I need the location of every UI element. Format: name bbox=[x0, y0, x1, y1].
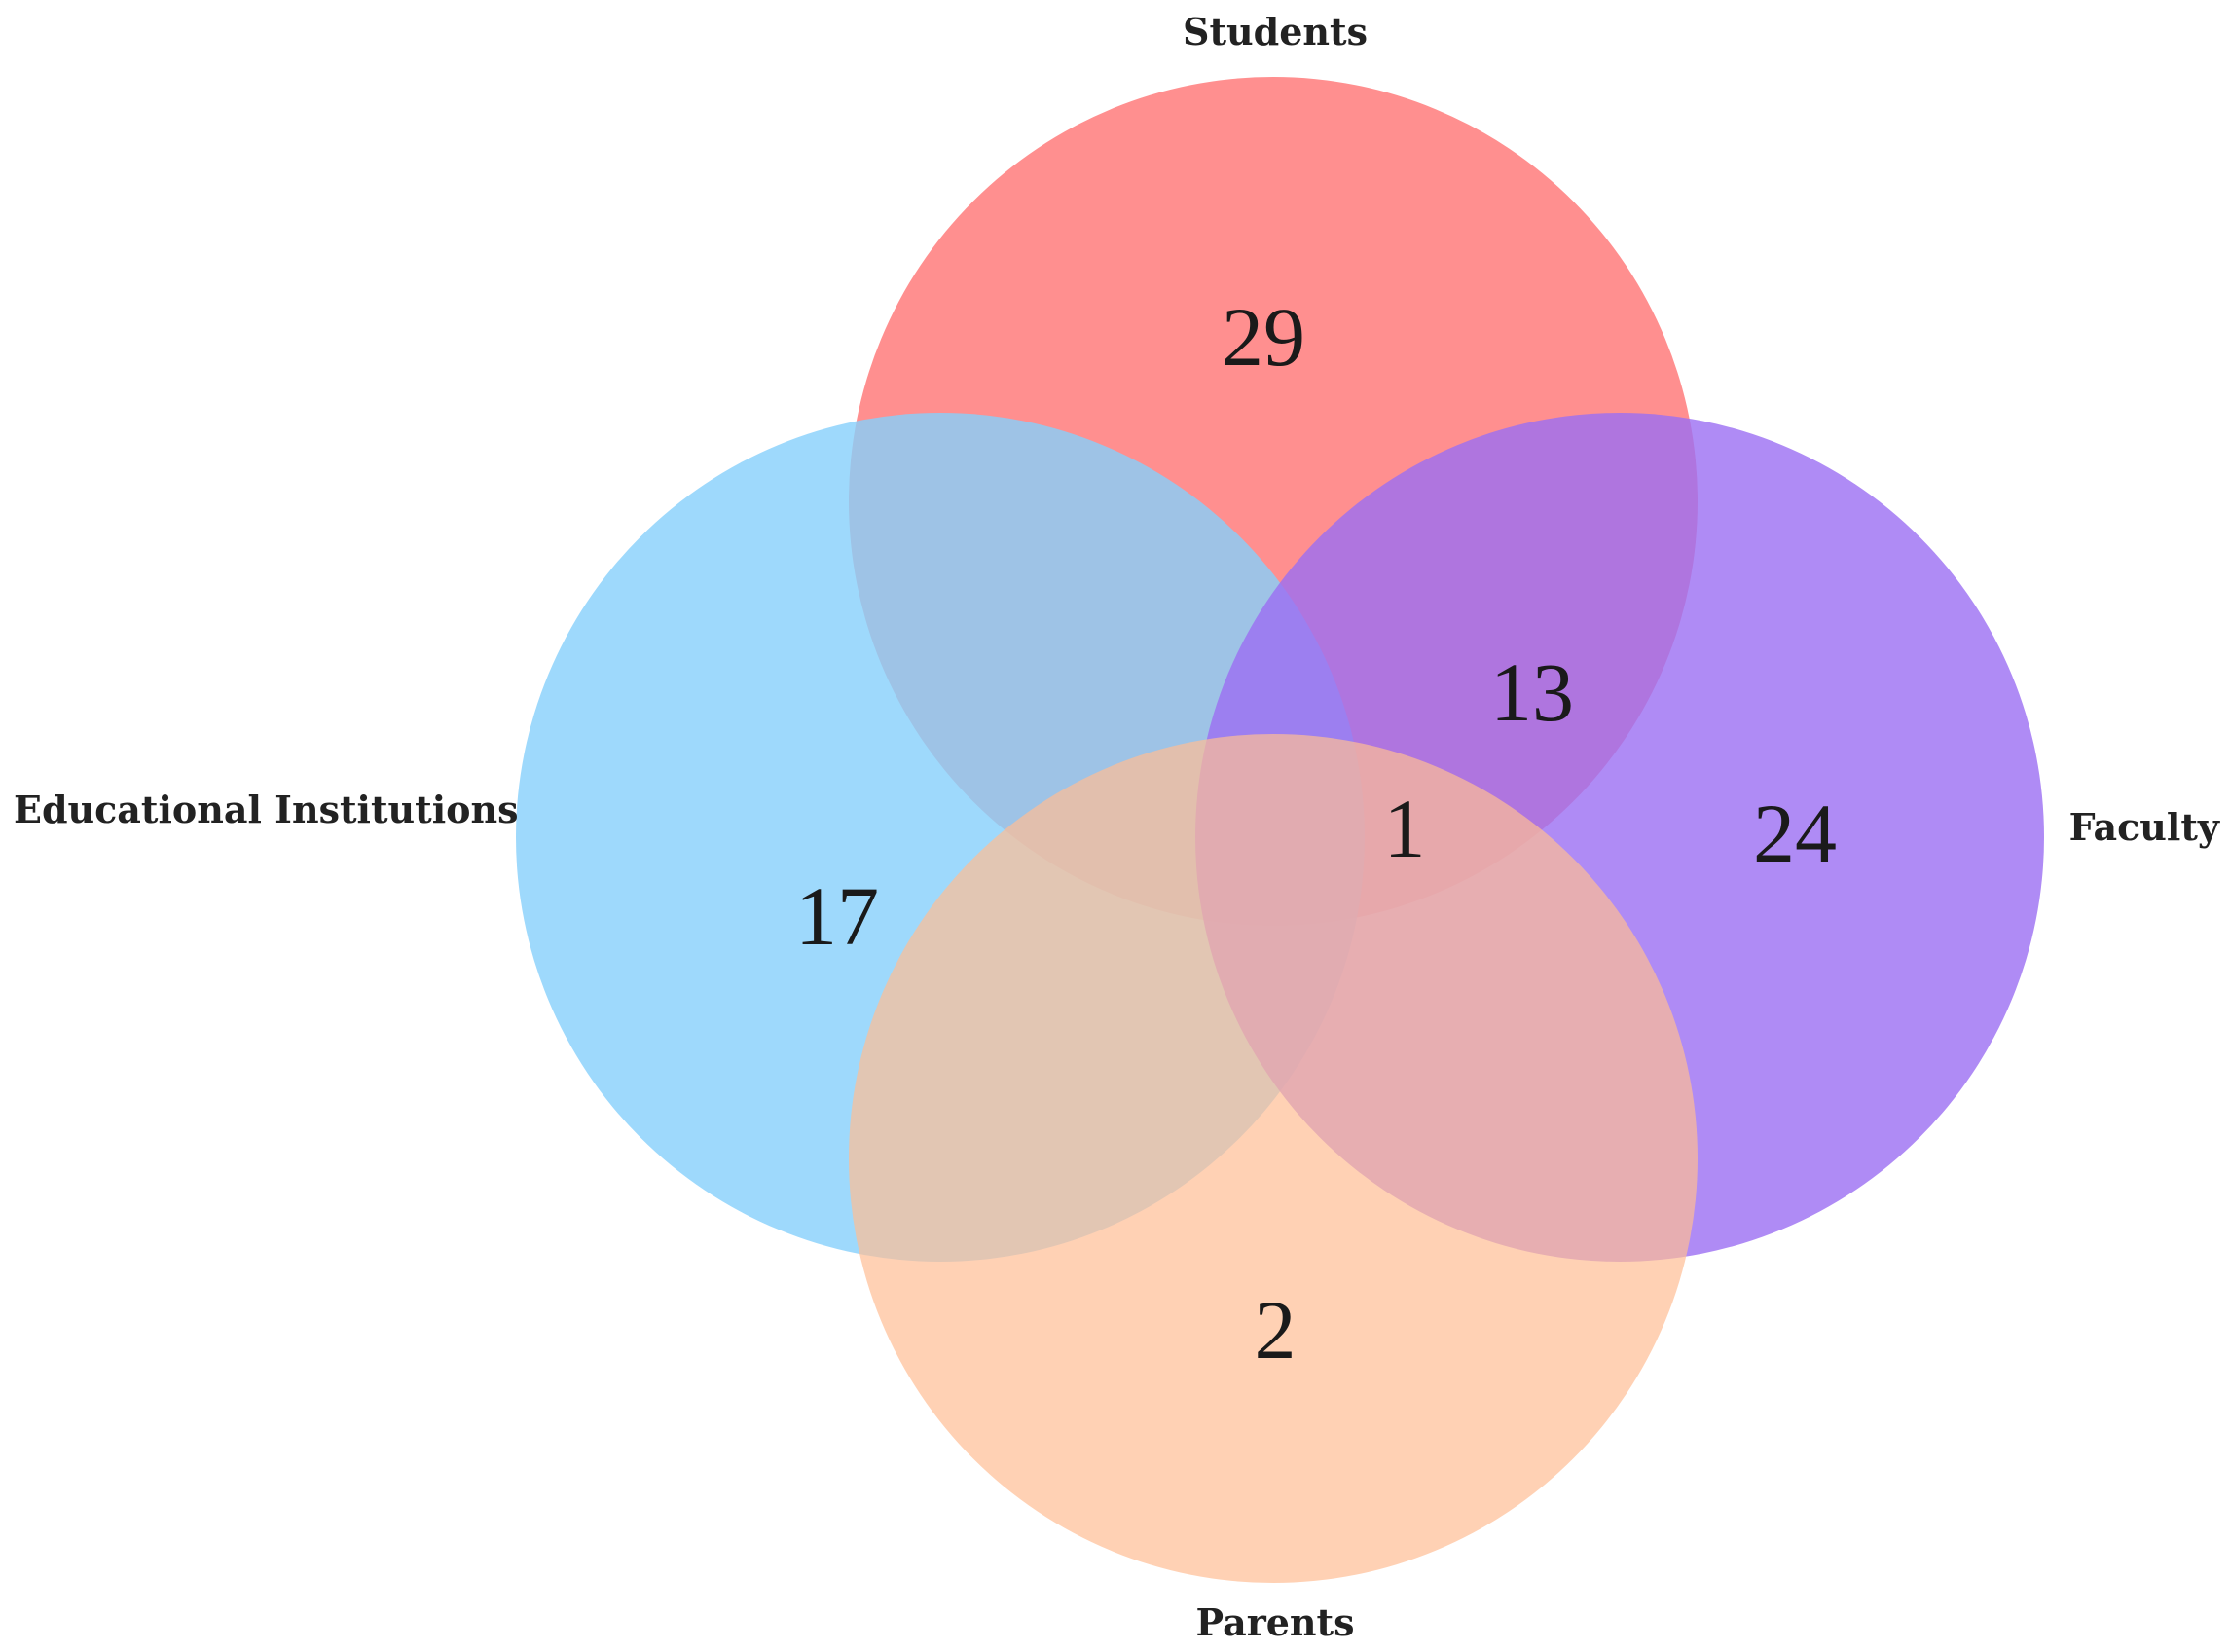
set-label-faculty: Faculty bbox=[2069, 805, 2220, 849]
set-label-parents: Parents bbox=[1196, 1600, 1355, 1644]
set-label-students: Students bbox=[1183, 10, 1368, 54]
region-count-educational-only: 17 bbox=[795, 869, 879, 963]
region-count-parents-only: 2 bbox=[1255, 1283, 1297, 1377]
region-count-students-faculty: 13 bbox=[1490, 645, 1574, 739]
set-labels: Students Educational Institutions Facult… bbox=[14, 10, 2220, 1644]
parents-circle bbox=[849, 734, 1698, 1583]
set-label-educational-institutions: Educational Institutions bbox=[14, 788, 519, 831]
region-count-students-only: 29 bbox=[1222, 290, 1305, 384]
region-count-students-faculty-parents: 1 bbox=[1384, 782, 1426, 875]
region-counts: 29 13 24 17 1 2 bbox=[795, 290, 1837, 1377]
region-count-faculty-only: 24 bbox=[1753, 787, 1837, 880]
venn-circles bbox=[516, 77, 2044, 1583]
